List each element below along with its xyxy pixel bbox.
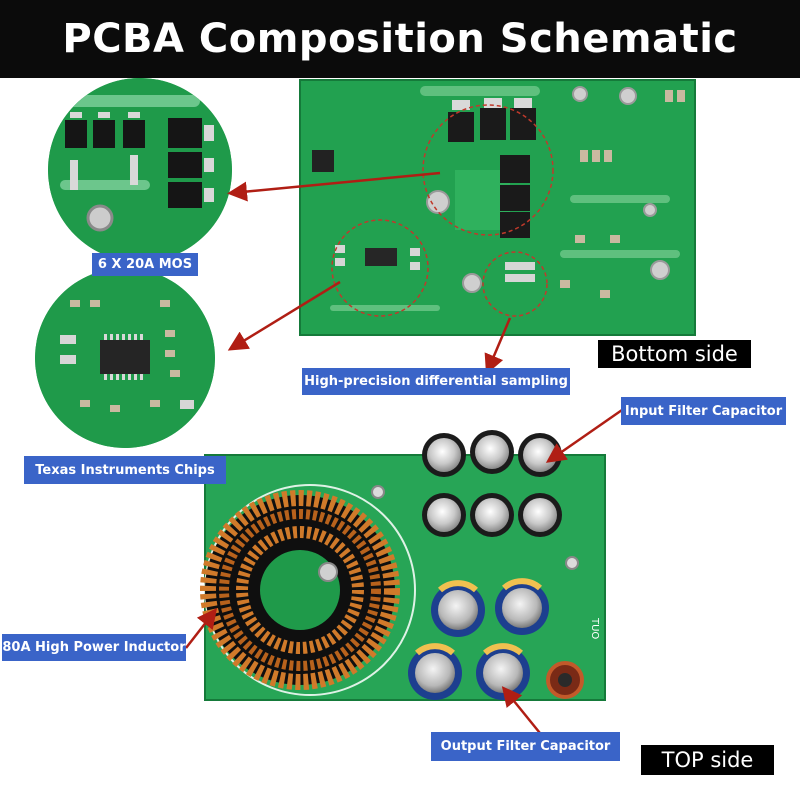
label-inductor: 80A High Power Inductor: [2, 634, 186, 661]
bottom-side-label: Bottom side: [598, 340, 751, 368]
label-differential-sampling: High-precision differential sampling: [302, 368, 570, 395]
silkscreen-mark: TUO: [589, 617, 600, 639]
label-output-filter-capacitor: Output Filter Capacitor: [431, 732, 620, 761]
label-mos: 6 X 20A MOS: [92, 253, 198, 276]
label-ti-chips: Texas Instruments Chips: [24, 456, 226, 484]
top-side-board: TUO: [200, 430, 606, 701]
inductor-drawing: [200, 490, 400, 690]
input-capacitors: [422, 430, 562, 537]
mos-zoom-circle: [48, 78, 232, 262]
label-input-filter-capacitor: Input Filter Capacitor: [621, 397, 786, 425]
callout-arrows: [185, 171, 623, 744]
ti-chips-zoom-circle: [35, 268, 215, 448]
top-side-label: TOP side: [641, 745, 774, 775]
page-title: PCBA Composition Schematic: [0, 0, 800, 78]
bottom-side-board: [299, 79, 696, 336]
